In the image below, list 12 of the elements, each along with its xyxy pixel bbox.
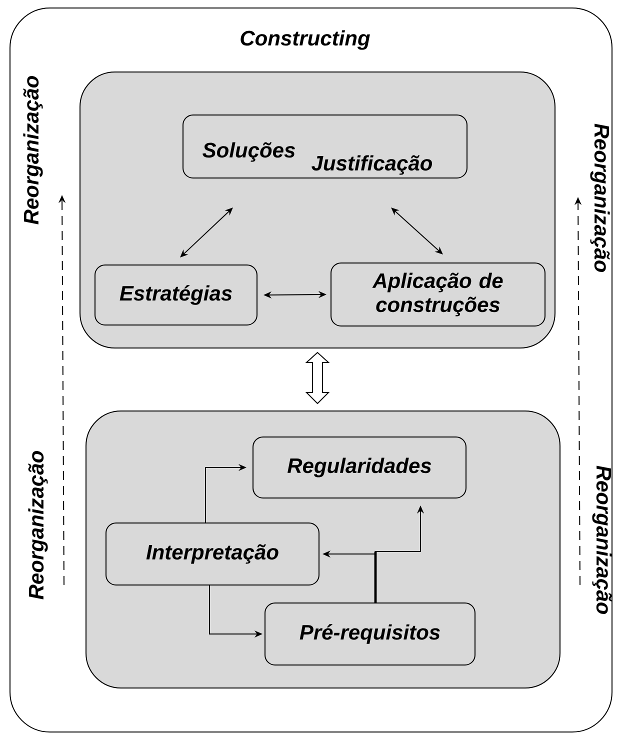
side-label: Reorganização [23, 76, 43, 224]
side-label: Reorganização [590, 124, 610, 272]
process-box: Estratégias [94, 264, 258, 326]
process-box: Pré-requisitos [264, 602, 476, 666]
process-box: Aplicação de construções [330, 262, 546, 326]
process-box: Regularidades [252, 436, 466, 498]
side-label: Reorganização [592, 466, 612, 614]
side-label: Reorganização [28, 451, 48, 600]
arrow [391, 208, 443, 254]
arrow [180, 208, 233, 258]
process-box: Interpretação [106, 522, 320, 586]
process-box: Soluções Justificação [182, 114, 468, 178]
